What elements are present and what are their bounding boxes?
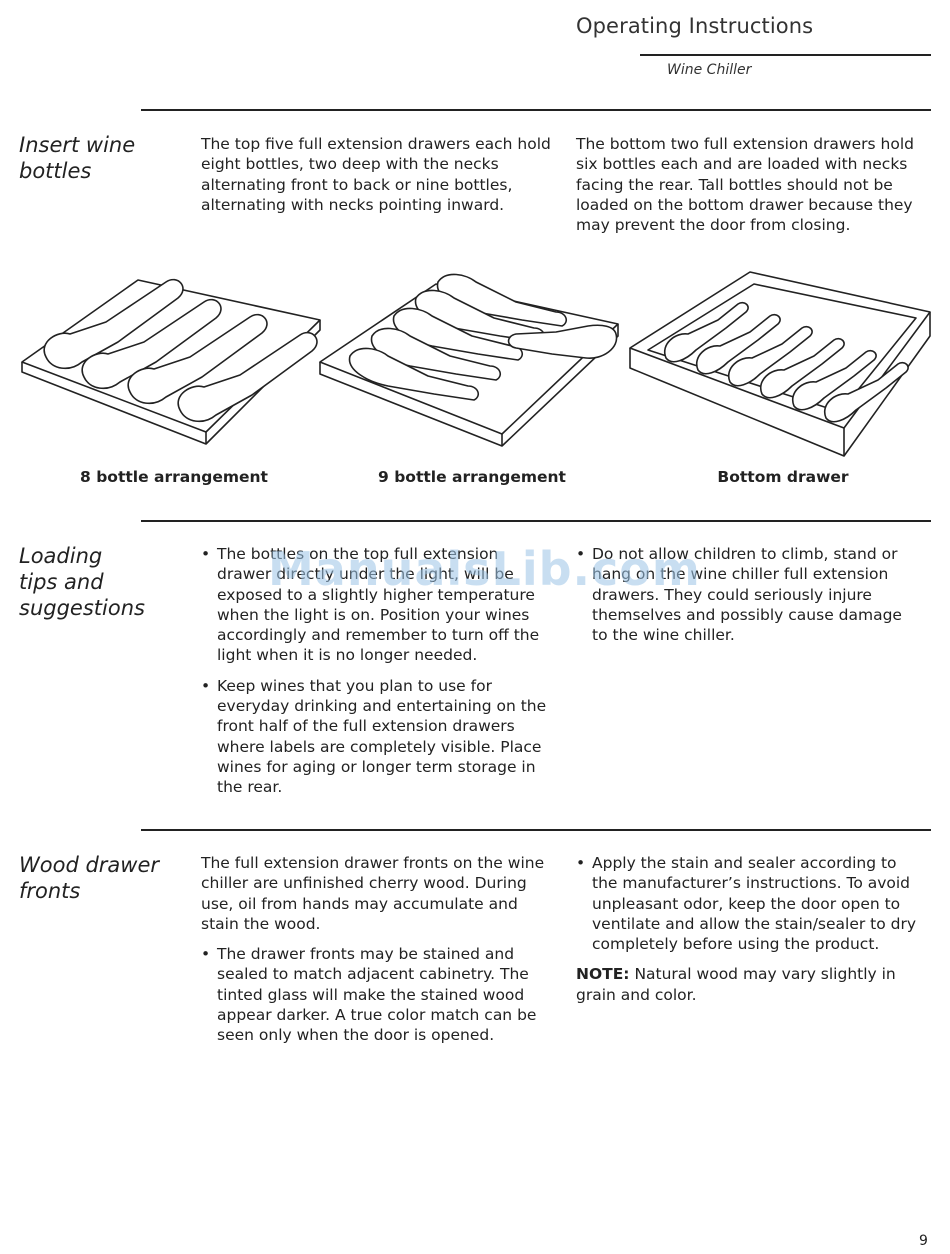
section-title-wood: Wood drawer fronts [19,853,160,903]
wood-note: NOTE: Natural wood may vary slightly in … [576,964,921,1005]
nine-bottle-drawer-illustration [319,273,619,447]
caption-eight-bottle: 8 bottle arrangement [80,468,268,486]
list-item: Apply the stain and sealer according to … [576,853,921,954]
list-item: The drawer fronts may be stained and sea… [201,944,551,1045]
page-number: 9 [919,1233,928,1249]
insert-col1-text: The top five full extension drawers each… [201,135,551,214]
loading-col2-list: Do not allow children to climb, stand or… [576,544,921,655]
list-item: The bottles on the top full extension dr… [201,544,551,666]
wood-col1-list: The drawer fronts may be stained and sea… [201,944,551,1045]
section-divider-loading [141,520,931,522]
insert-col2-text: The bottom two full extension drawers ho… [576,135,914,235]
page-header-subtitle: Wine Chiller [667,62,752,78]
section-title-insert: Insert wine bottles [19,133,136,183]
list-item: Keep wines that you plan to use for ever… [201,676,551,798]
caption-nine-bottle: 9 bottle arrangement [378,468,566,486]
section-title-loading: Loading tips and suggestions [19,544,145,620]
caption-bottom-drawer: Bottom drawer [717,468,849,486]
page-header-title: Operating Instructions [576,14,814,38]
wood-col2-list: Apply the stain and sealer according to … [576,853,921,954]
section-divider-insert [141,109,931,111]
note-label: NOTE: [576,965,630,984]
bottom-drawer-illustration [629,271,931,457]
watermark: ManualsLib.com [268,542,701,596]
wood-col2: Apply the stain and sealer according to … [576,853,921,1005]
section-divider-wood [141,829,931,831]
loading-col1-list: The bottles on the top full extension dr… [201,544,551,808]
note-text: Natural wood may vary slightly in grain … [576,965,896,1004]
wood-intro-text: The full extension drawer fronts on the … [201,854,545,933]
wood-col1: The full extension drawer fronts on the … [201,853,551,1056]
eight-bottle-drawer-illustration [21,278,321,445]
list-item: Do not allow children to climb, stand or… [576,544,921,645]
header-divider [640,54,931,56]
